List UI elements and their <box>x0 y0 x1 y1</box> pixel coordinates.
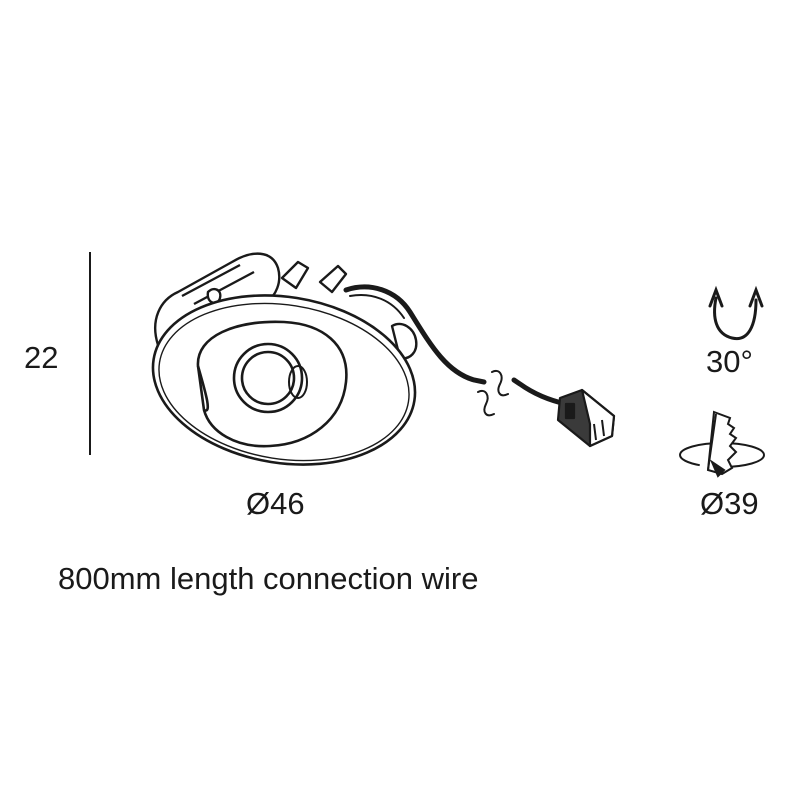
diameter-label: Ø46 <box>246 486 305 521</box>
cutout-saw-icon <box>679 410 765 478</box>
connector-plug <box>556 388 616 448</box>
tilt-arrow-icon <box>708 285 764 341</box>
cutout-diameter-label: Ø39 <box>700 486 759 521</box>
tilt-eyeball <box>196 320 348 448</box>
wire-length-note: 800mm length connection wire <box>58 561 479 596</box>
tilt-angle-label: 30° <box>706 344 753 379</box>
height-dimension-label: 22 <box>24 340 59 375</box>
